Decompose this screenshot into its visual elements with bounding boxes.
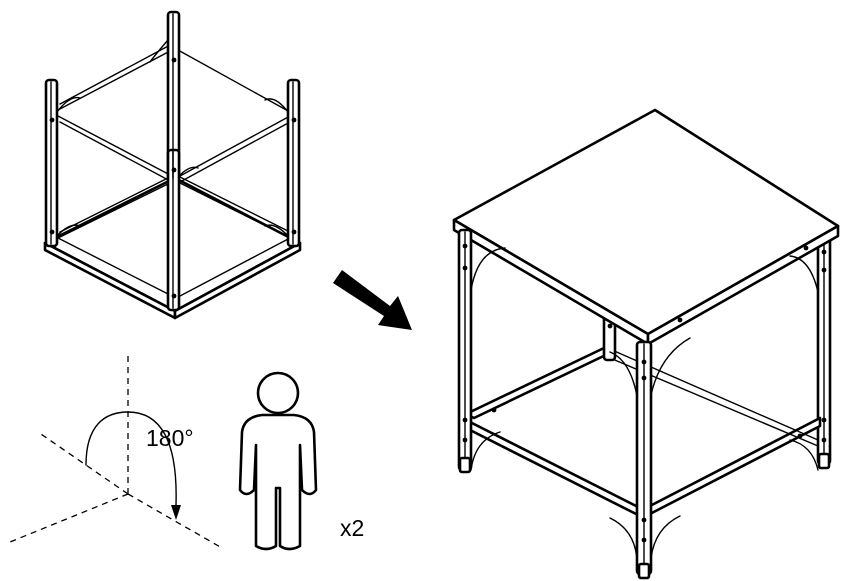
person-outline-icon: x2 <box>238 371 364 551</box>
direction-arrow-icon <box>333 270 412 330</box>
people-count-label: x2 <box>340 515 364 541</box>
rotation-label: 180° <box>146 425 194 451</box>
rotation-arc-icon: 180° <box>9 356 223 549</box>
tabletop <box>452 108 840 336</box>
inverted-table-frame <box>43 10 302 320</box>
assembled-table <box>452 108 840 580</box>
